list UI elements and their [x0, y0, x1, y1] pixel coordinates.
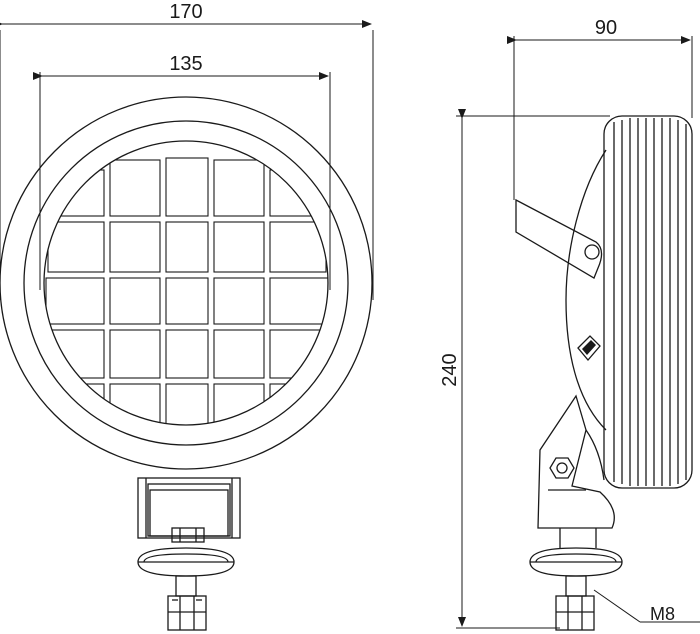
- handle-lever: [515, 198, 603, 279]
- height-label: 240: [439, 353, 461, 386]
- lens-grid: [45, 157, 328, 425]
- swivel-bracket: [537, 394, 615, 548]
- ribbed-lens-side: [603, 115, 693, 489]
- side-washer: [529, 547, 623, 597]
- side-bolt: [555, 595, 595, 631]
- lamp-body-profile: [565, 149, 607, 431]
- lens-ring: [43, 140, 329, 426]
- front-mount-bracket: [137, 477, 241, 543]
- depth-label: 90: [595, 17, 617, 39]
- outer-housing-ring: [0, 96, 373, 470]
- front-bolt: [167, 595, 207, 631]
- outer-width-label: 170: [169, 1, 202, 23]
- bolt-callout: M8: [593, 589, 700, 624]
- dimension-outer-width: 170: [0, 1, 374, 300]
- bolt-label: M8: [650, 604, 675, 624]
- front-washer: [137, 547, 235, 597]
- switch: [577, 335, 601, 362]
- bezel-ring: [23, 120, 349, 446]
- dimension-depth: 90: [507, 17, 693, 200]
- side-view: 90 240: [439, 17, 700, 631]
- dimension-height: 240: [439, 109, 610, 629]
- front-view: 170 135: [0, 1, 374, 631]
- inner-width-label: 135: [169, 53, 202, 75]
- dimension-inner-width: 135: [33, 53, 331, 290]
